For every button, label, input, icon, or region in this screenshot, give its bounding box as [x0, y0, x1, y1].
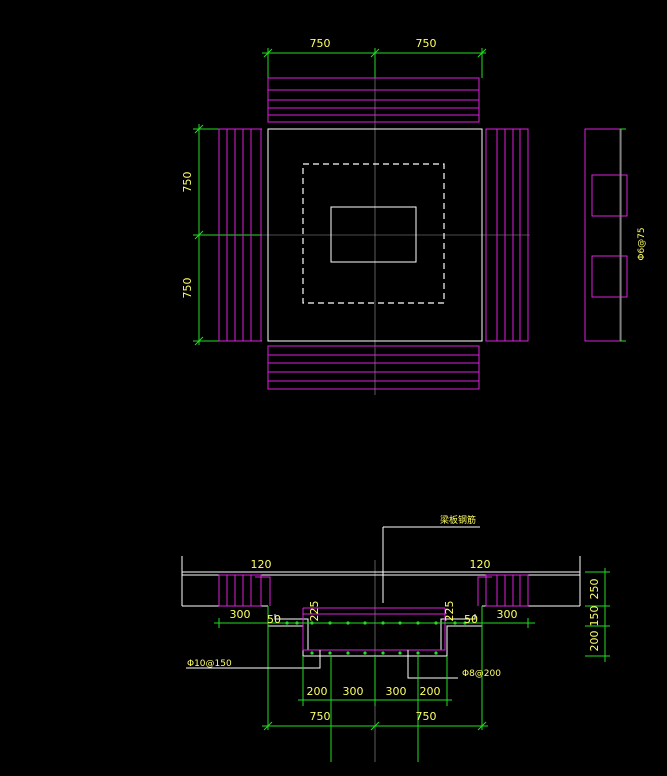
plan-outer-square: [267, 128, 483, 342]
section-dim-200: 200: [588, 631, 601, 652]
section-dim-250: 250: [588, 579, 601, 600]
section-rebar-right-label: Φ8@200: [462, 669, 501, 679]
section-bottom-dimension-2: [262, 721, 488, 731]
section-dim-225-right: 225: [443, 601, 456, 622]
plan-side-rebar-label: Φ6@75: [637, 227, 647, 260]
plan-dim-top-right: 750: [416, 37, 437, 50]
section-bottom-dim-4: 200: [420, 685, 441, 698]
plan-dim-left-upper: 750: [181, 172, 194, 193]
plan-rebar-top: [267, 77, 480, 123]
section-dim-225-left: 225: [308, 601, 321, 622]
section-rebar-left-label: Φ10@150: [187, 659, 232, 669]
plan-dim-left-lower: 750: [181, 278, 194, 299]
section-bottom-dim-3: 300: [386, 685, 407, 698]
plan-rebar-bottom: [267, 345, 480, 390]
section-bottom-750-left: 750: [310, 710, 331, 723]
section-bottom-dim-1: 200: [307, 685, 328, 698]
plan-left-dimension: 750 750: [181, 124, 262, 346]
plan-view: 750 750 750 750: [181, 37, 647, 395]
plan-rebar-left: [218, 128, 262, 342]
section-right-dimension: 250 150 200: [585, 568, 610, 662]
section-bottom-750-right: 750: [416, 710, 437, 723]
section-dim-50-left: 50: [267, 613, 281, 626]
section-dim-50-right: 50: [464, 613, 478, 626]
plan-dashed-opening: [302, 163, 445, 304]
section-dim-120-right: 120: [470, 558, 491, 571]
plan-side-detail: Φ6@75: [584, 128, 647, 342]
plan-rebar-right: [485, 128, 529, 342]
plan-inner-opening: [330, 206, 417, 263]
section-bottom-dim-2: 300: [343, 685, 364, 698]
section-top-label: 梁板钢筋: [440, 514, 476, 526]
section-rebar-callouts: [186, 650, 458, 679]
section-view: 梁板钢筋: [181, 514, 610, 762]
plan-top-dimension: 750 750: [262, 37, 487, 78]
section-rebar: [218, 574, 529, 651]
plan-dim-top-left: 750: [310, 37, 331, 50]
section-dim-150: 150: [588, 606, 601, 627]
section-dim-300-right: 300: [497, 608, 518, 621]
section-bottom-dimension-1: [298, 656, 452, 762]
section-dim-120-left: 120: [251, 558, 272, 571]
section-dim-300-left: 300: [230, 608, 251, 621]
